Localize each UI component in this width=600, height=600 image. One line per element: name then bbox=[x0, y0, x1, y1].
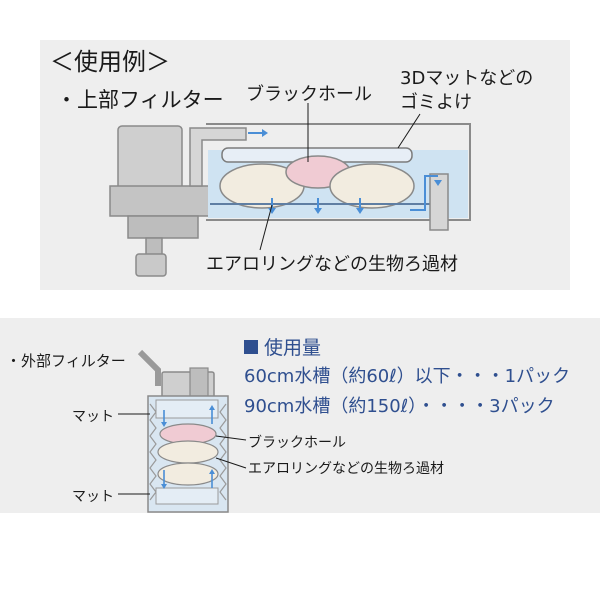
mat-bottom bbox=[155, 487, 219, 505]
top-heading: ＜使用例＞ bbox=[50, 48, 170, 76]
canister-flow-arrows bbox=[161, 405, 215, 489]
hose bbox=[137, 349, 161, 386]
top-label-black-hole: ブラックホール bbox=[246, 84, 372, 105]
usage-square-icon bbox=[244, 340, 258, 354]
top-label-mat-line1: 3Dマットなどの bbox=[400, 68, 534, 89]
mat-top bbox=[155, 399, 219, 419]
pump-motor bbox=[117, 125, 183, 193]
usage-title: 使用量 bbox=[264, 337, 322, 359]
canister-valve bbox=[189, 367, 209, 399]
bottom-label-black-hole: ブラックホール bbox=[248, 435, 346, 451]
bottom-panel bbox=[0, 318, 600, 513]
usage-line2: 90cm水槽（約150ℓ）・・・・3パック bbox=[244, 396, 555, 417]
outlet-pipe bbox=[189, 127, 247, 187]
top-filter-label: ・上部フィルター bbox=[56, 88, 224, 112]
media-bag-right bbox=[329, 163, 415, 209]
bottom-label-mat-upper: マット bbox=[72, 409, 114, 425]
filter-box bbox=[206, 123, 471, 221]
overhead-filter-illustration bbox=[109, 103, 471, 277]
overflow-pipe bbox=[429, 173, 449, 231]
canister-media-bag-1 bbox=[157, 440, 219, 464]
canister-media-bag-2 bbox=[157, 462, 219, 486]
top-label-media: エアロリングなどの生物ろ過材 bbox=[206, 254, 458, 275]
top-label-mat-line2: ゴミよけ bbox=[400, 92, 472, 113]
pump-base bbox=[109, 185, 223, 217]
intake-head bbox=[135, 253, 167, 277]
canister-filter-illustration bbox=[118, 349, 247, 513]
bottom-filter-label: ・外部フィルター bbox=[6, 352, 126, 370]
bottom-label-media: エアロリングなどの生物ろ過材 bbox=[248, 461, 444, 477]
usage-line1: 60cm水槽（約60ℓ）以下・・・1パック bbox=[244, 366, 571, 387]
flow-arrows bbox=[248, 129, 442, 214]
pump-lower bbox=[127, 215, 199, 239]
mat-zigzag bbox=[149, 403, 227, 501]
bottom-label-mat-lower: マット bbox=[72, 489, 114, 505]
